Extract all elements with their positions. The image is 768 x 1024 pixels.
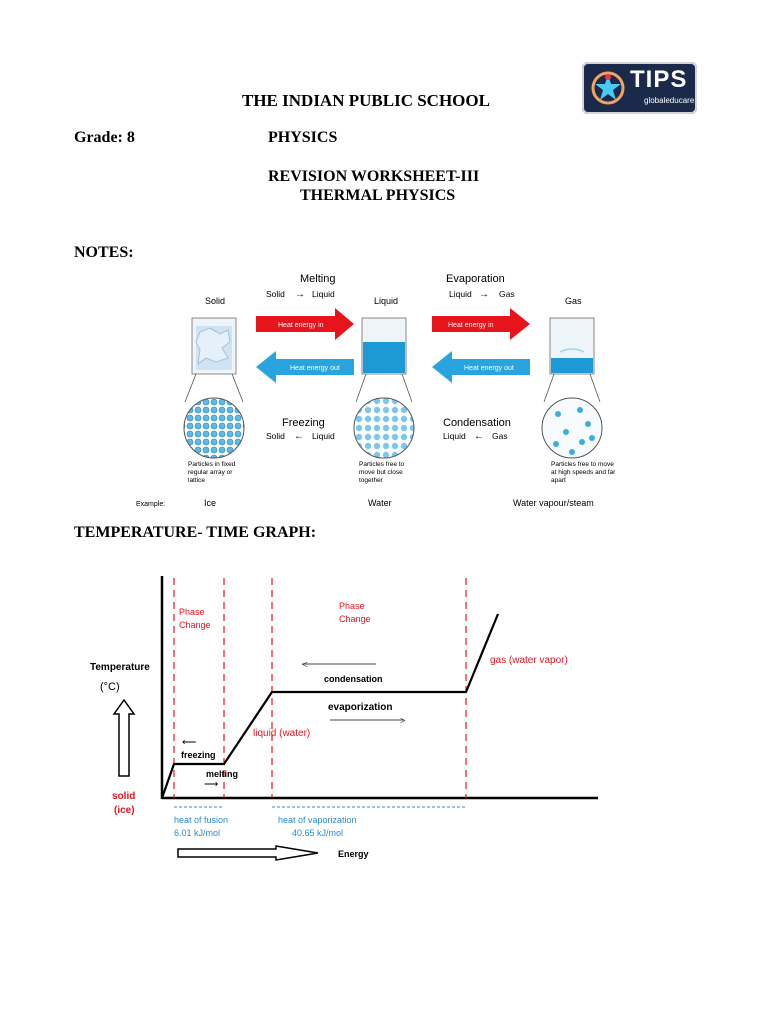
- condensation-label: condensation: [324, 674, 383, 684]
- evaporation-from: Liquid: [449, 289, 472, 299]
- melting-from: Solid: [266, 289, 285, 299]
- liquid-beaker: [361, 317, 407, 375]
- solid-example: Ice: [204, 498, 216, 508]
- gas-desc-2: at high speeds and far: [551, 469, 616, 476]
- freezing-to: Liquid: [312, 431, 335, 441]
- logo-tagline: globaleducare: [644, 96, 695, 105]
- heat-out-arrow-1: [256, 351, 354, 383]
- energy-arrow-icon: [177, 845, 319, 861]
- right-small-arrow-icon: ⟶: [204, 779, 218, 790]
- up-arrow-icon: [112, 698, 136, 777]
- heating-curve: [160, 613, 500, 799]
- freezing-from: Solid: [266, 431, 285, 441]
- liquid-label: Liquid: [374, 296, 398, 306]
- phase-change-1a: Phase: [179, 607, 205, 617]
- temperature-time-graph: Phase Change Phase Change Temperature (°…: [90, 576, 598, 861]
- phase-change-2b: Change: [339, 614, 371, 624]
- heat-out-arrow-2: [432, 351, 530, 383]
- star-logo-icon: [591, 71, 625, 105]
- gas-desc-3: apart: [551, 477, 566, 484]
- notes-heading: NOTES:: [74, 244, 134, 261]
- svg-text:<: <: [302, 660, 308, 671]
- gas-label: Gas: [565, 296, 582, 306]
- left-small-arrow-icon: ⟵: [182, 737, 196, 748]
- solid-desc-1: Particles in fixed: [188, 461, 236, 468]
- states-of-matter-diagram: Melting Solid → Liquid Evaporation Liqui…: [136, 273, 616, 508]
- heat-in-arrow-1: [256, 308, 354, 340]
- heat-in-arrow-2: [432, 308, 530, 340]
- heat-of-vaporization-label: heat of vaporization: [278, 815, 357, 825]
- right-arrow-icon: →: [295, 289, 305, 300]
- liquid-example: Water: [368, 498, 392, 508]
- graph-heading: TEMPERATURE- TIME GRAPH:: [74, 524, 317, 541]
- svg-text:>: >: [400, 716, 406, 727]
- evaporization-label: evaporization: [328, 702, 392, 713]
- liquid-desc-2: move but close: [359, 469, 403, 476]
- melting-title: Melting: [300, 273, 335, 285]
- gas-beaker: [549, 317, 595, 375]
- solid-desc-3: lattice: [188, 477, 205, 484]
- y-axis-unit: (°C): [100, 681, 120, 693]
- grade-label: Grade: 8: [74, 129, 135, 146]
- freezing-label: freezing: [181, 750, 216, 760]
- phase-change-1b: Change: [179, 620, 211, 630]
- subject-label: PHYSICS: [268, 129, 338, 146]
- gas-label: gas (water vapor): [490, 655, 568, 666]
- heat-of-fusion-value: 6.01 kJ/mol: [174, 828, 220, 838]
- solid-label: solid: [112, 791, 135, 802]
- gas-example: Water vapour/steam: [513, 498, 594, 508]
- melting-to: Liquid: [312, 289, 335, 299]
- heat-in-label-2: Heat energy in: [448, 322, 494, 329]
- phase-boundaries: [173, 578, 467, 798]
- liquid-desc-3: together: [359, 477, 384, 484]
- logo-brand: TIPS: [630, 66, 688, 93]
- school-name: THE INDIAN PUBLIC SCHOOL: [242, 91, 490, 110]
- condensation-from: Liquid: [443, 431, 466, 441]
- liquid-desc-1: Particles free to: [359, 461, 405, 468]
- gas-particles: [541, 397, 603, 459]
- condensation-to: Gas: [492, 431, 508, 441]
- heat-out-label-2: Heat energy out: [464, 365, 514, 372]
- right-arrow-icon: →: [479, 289, 489, 300]
- left-arrow-icon: ←: [294, 431, 304, 442]
- example-label: Example:: [136, 501, 165, 508]
- ice-label: (ice): [114, 805, 135, 816]
- worksheet-title: REVISION WORKSHEET-III: [268, 168, 480, 185]
- melting-label: melting: [206, 769, 238, 779]
- left-arrow-icon: ←: [474, 431, 484, 442]
- y-axis-label: Temperature: [90, 662, 150, 673]
- heat-of-fusion-label: heat of fusion: [174, 815, 228, 825]
- solid-desc-2: regular array or: [188, 469, 233, 476]
- evaporation-to: Gas: [499, 289, 515, 299]
- school-logo: [582, 62, 697, 114]
- liquid-particles: [353, 397, 415, 459]
- freezing-title: Freezing: [282, 417, 325, 429]
- heat-out-label-1: Heat energy out: [290, 365, 340, 372]
- x-axis-label: Energy: [338, 849, 369, 859]
- solid-particles: [183, 397, 245, 459]
- heat-in-label-1: Heat energy in: [278, 322, 324, 329]
- topic-title: THERMAL PHYSICS: [300, 187, 456, 204]
- solid-label: Solid: [205, 296, 225, 306]
- gas-desc-1: Particles free to move: [551, 461, 614, 468]
- condensation-title: Condensation: [443, 417, 511, 429]
- solid-beaker: [191, 317, 237, 375]
- liquid-label: liquid (water): [253, 728, 310, 739]
- heat-of-vaporization-value: 40.65 kJ/mol: [292, 828, 343, 838]
- evaporation-title: Evaporation: [446, 273, 505, 285]
- phase-change-2a: Phase: [339, 601, 365, 611]
